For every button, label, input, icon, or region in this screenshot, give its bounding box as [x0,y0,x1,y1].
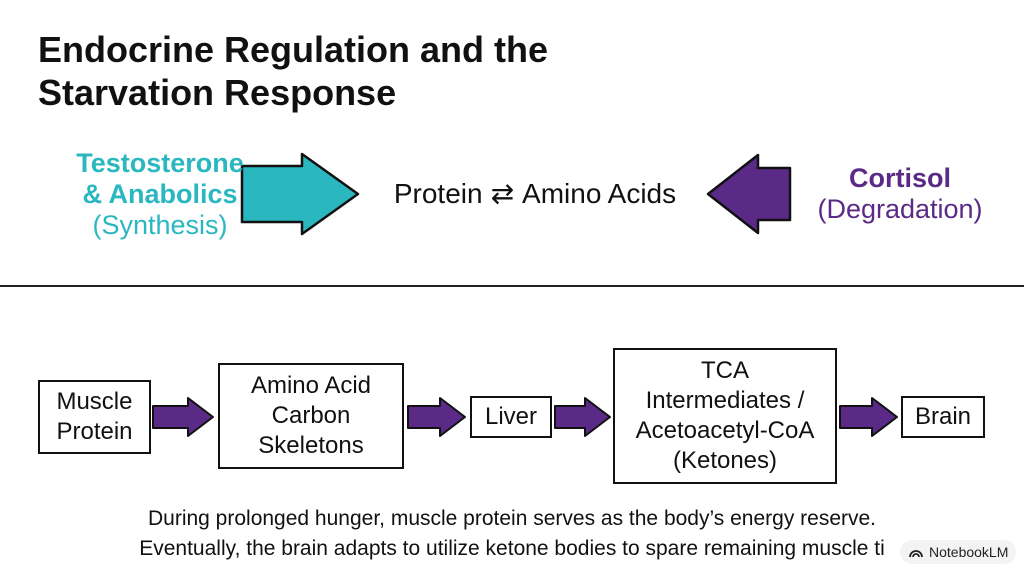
caption: During prolonged hunger, muscle protein … [20,504,1004,564]
equation-right: Amino Acids [522,178,677,209]
flow-box-line: Skeletons [258,432,364,459]
flow-box-line: Intermediates / [645,387,805,414]
flow-arrow-1-icon [152,397,214,437]
caption-line-1: During prolonged hunger, muscle protein … [147,507,877,530]
flow-box-line: Amino Acid [250,372,372,399]
flow-arrow-2-icon [407,397,466,437]
equation-left: Protein [393,178,483,209]
notebooklm-badge: NotebookLM [900,540,1017,564]
caption-line-2: Eventually, the brain adapts to utilize … [139,537,885,560]
degradation-arrow-icon [706,153,792,235]
flow-box-brain: Brain [901,396,985,438]
flow-box-line: Carbon [271,402,351,429]
anabolic-label-line-2: & Anabolics [82,179,238,209]
flow-box-amino-acid-carbon-skeletons: Amino Acid Carbon Skeletons [218,363,404,469]
flow-box-line: Acetoacetyl-CoA [635,417,815,444]
title-line-1: Endocrine Regulation and the [38,29,549,70]
anabolic-label: Testosterone & Anabolics (Synthesis) [60,148,260,241]
catabolic-label-line-2: (Degradation) [817,194,983,224]
catabolic-label-line-1: Cortisol [848,163,951,193]
title-line-2: Starvation Response [38,72,397,113]
flow-box-line: TCA [701,357,749,384]
synthesis-arrow-icon [240,152,360,236]
flow-arrow-4-icon [839,397,898,437]
flow-box-line: Muscle [56,388,133,415]
flow-box-liver: Liver [470,396,552,438]
anabolic-label-line-1: Testosterone [76,148,244,178]
flow-box-tca-intermediates: TCA Intermediates / Acetoacetyl-CoA (Ket… [613,348,837,484]
reversible-arrow-icon: ⇄ [490,178,515,209]
catabolic-label: Cortisol (Degradation) [790,163,1010,225]
flow-box-line: Liver [484,403,538,430]
flow-box-line: Protein [56,418,133,445]
flow-box-line: Brain [914,403,972,430]
anabolic-label-line-3: (Synthesis) [92,210,228,240]
flow-box-muscle-protein: Muscle Protein [38,380,151,454]
flow-arrows [152,397,898,437]
protein-equation: Protein⇄Amino Acids [360,176,710,212]
flow-arrow-3-icon [554,397,611,437]
badge-label: NotebookLM [929,544,1009,560]
flow-box-line: (Ketones) [672,447,778,474]
notebooklm-logo-icon [909,550,923,558]
section-divider [0,285,1024,287]
slide-title: Endocrine Regulation and the Starvation … [38,28,658,114]
